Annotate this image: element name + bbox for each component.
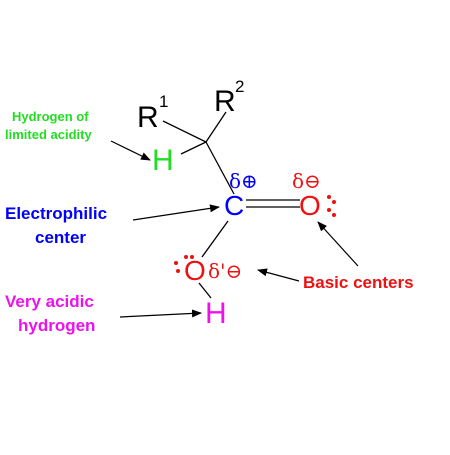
r2-atom: R: [214, 85, 236, 118]
r1-superscript: 1: [159, 92, 168, 111]
carbon-atom: C: [224, 190, 244, 221]
label-limited-acidity: limited acidity: [5, 127, 92, 142]
carbonyl-partial-charge: δ⊖: [292, 169, 321, 193]
alpha-hydrogen-atom: H: [152, 144, 174, 177]
arrow-to-acidic-hydrogen: [119, 309, 202, 318]
label-center: center: [35, 228, 86, 247]
bond-alpha-h: [180, 141, 207, 155]
bond-c-oh: [201, 220, 229, 258]
arrow-to-alpha-hydrogen: [110, 140, 151, 161]
label-basic-centers: Basic centers: [303, 273, 414, 292]
hydroxyl-oxygen-atom: O: [184, 255, 206, 286]
hydroxyl-oxygen-lone-pairs: [174, 255, 194, 273]
bond-c-alpha: [205, 141, 235, 195]
arrow-to-carbonyl-oxygen: [317, 221, 359, 267]
bond-alpha-r1: [162, 120, 207, 143]
label-hydrogen-of: Hydrogen of: [12, 109, 89, 124]
r2-superscript: 2: [235, 77, 244, 96]
arrow-to-electrophilic-carbon: [132, 204, 220, 221]
carbon-partial-charge: δ⊕: [229, 169, 258, 193]
carbonyl-oxygen-atom: O: [299, 190, 321, 221]
label-hydrogen: hydrogen: [18, 316, 95, 335]
carbonyl-oxygen-lone-pairs: [327, 195, 336, 217]
hydroxyl-partial-charge: δ'⊖: [208, 259, 242, 283]
r1-atom: R: [137, 101, 159, 134]
bond-o-h: [198, 282, 212, 299]
label-very-acidic: Very acidic: [5, 292, 94, 311]
bond-alpha-r2: [205, 111, 227, 143]
arrow-to-hydroxyl-oxygen: [257, 268, 300, 282]
acidic-hydrogen-atom: H: [205, 297, 227, 330]
label-electrophilic: Electrophilic: [5, 204, 107, 223]
